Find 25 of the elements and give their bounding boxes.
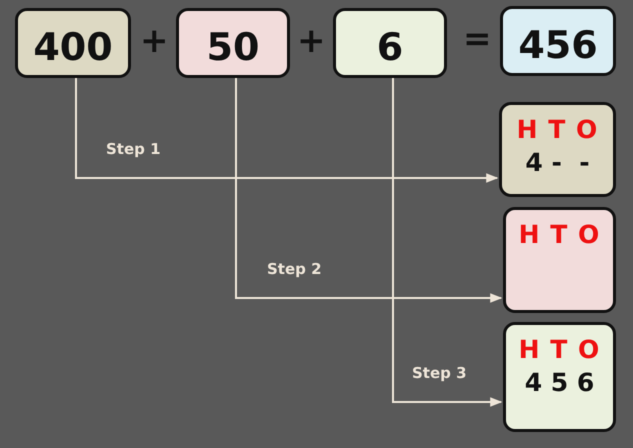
digit-row: 4 - -	[525, 148, 590, 177]
edge-label: Step 3	[412, 364, 467, 382]
operator-sign: =	[463, 22, 492, 56]
number-text: 456	[518, 23, 598, 67]
edge-label: Step 1	[106, 140, 161, 158]
operator-sign: +	[140, 24, 168, 58]
arrow	[75, 78, 498, 183]
digit-row: 4 5 6	[524, 368, 594, 397]
place-value-heading: H T O	[516, 115, 598, 144]
place-value-box	[503, 322, 616, 432]
place-value-heading: H T O	[518, 220, 600, 249]
number-box	[500, 6, 616, 76]
place-value-box	[503, 207, 616, 313]
number-text: 6	[376, 25, 404, 69]
arrow	[235, 78, 502, 303]
place-value-heading: H T O	[518, 335, 600, 364]
arrow	[392, 78, 502, 407]
number-text: 400	[33, 25, 113, 69]
number-box	[15, 8, 131, 78]
number-box	[333, 8, 447, 78]
number-box	[176, 8, 290, 78]
edge-label: Step 2	[267, 260, 322, 278]
place-value-box	[499, 102, 616, 197]
operator-sign: +	[297, 24, 326, 58]
number-text: 50	[206, 25, 260, 69]
